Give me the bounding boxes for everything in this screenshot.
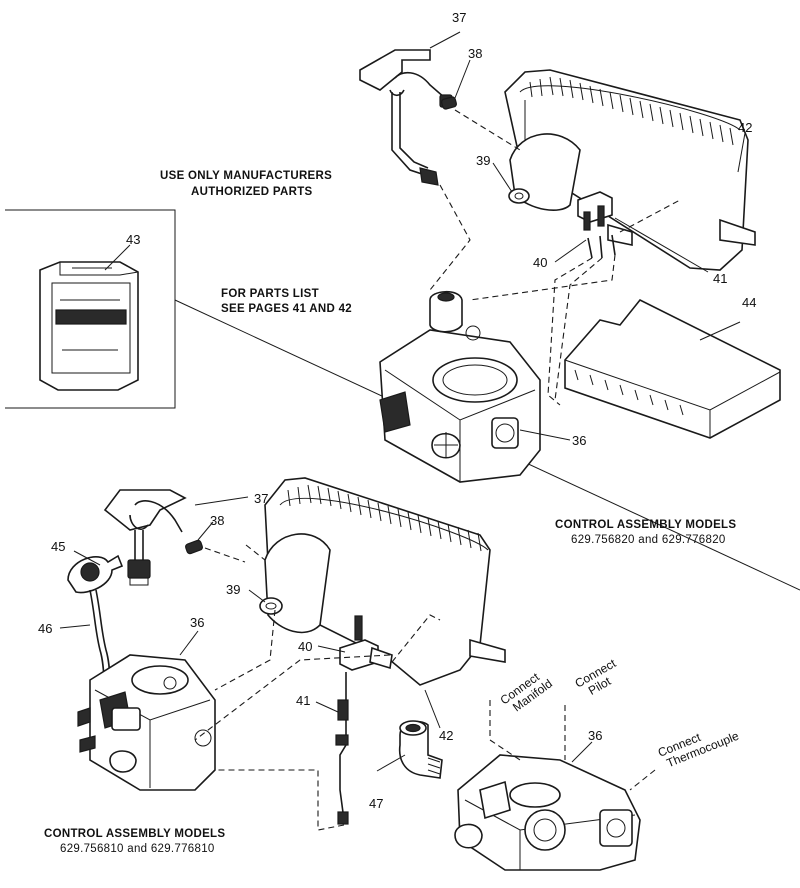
callout-38-lower: 38 <box>210 513 224 528</box>
callout-37-upper: 37 <box>452 10 466 25</box>
parts-list-line1: FOR PARTS LIST <box>221 288 319 300</box>
callout-46: 46 <box>38 621 52 636</box>
callout-40-lower: 40 <box>298 639 312 654</box>
bracket-39-upper <box>508 188 530 204</box>
pilot-bracket-37-upper <box>359 49 453 186</box>
callout-44: 44 <box>742 295 756 310</box>
upper-assembly-title: CONTROL ASSEMBLY MODELS <box>555 519 736 531</box>
connect-pilot-label: Connect Pilot <box>573 656 619 698</box>
callout-42-upper: 42 <box>738 120 752 135</box>
bracket-39-lower <box>259 597 283 615</box>
callout-36-upper: 36 <box>572 433 586 448</box>
thermostat-sensor-45 <box>67 554 124 594</box>
callout-41-upper: 41 <box>713 271 727 286</box>
upper-assembly-models: 629.756820 and 629.776820 <box>571 534 726 546</box>
callout-38-upper: 38 <box>468 46 482 61</box>
pilot-bracket-37-lower <box>103 489 187 586</box>
callout-43: 43 <box>126 232 140 247</box>
callouts: 37 38 39 40 41 42 43 44 36 37 38 45 46 3… <box>38 10 756 811</box>
pilot-40-lower <box>339 615 393 671</box>
connect-manifold-label: Connect Manifold <box>498 669 555 714</box>
connect-thermocouple-label: Connect Thermocouple <box>656 728 741 770</box>
callout-47: 47 <box>369 796 383 811</box>
burner-ports-lower <box>287 484 482 552</box>
callout-36-lower-right: 36 <box>588 728 602 743</box>
parts-list-line2: SEE PAGES 41 AND 42 <box>221 303 352 315</box>
lower-dash-lines <box>194 544 656 831</box>
gas-valve-36-lower-right <box>454 754 641 871</box>
callout-45: 45 <box>51 539 65 554</box>
callout-39-upper: 39 <box>476 153 490 168</box>
lower-assembly-models: 629.756810 and 629.776810 <box>60 843 215 855</box>
thermostat-part-43 <box>39 261 139 391</box>
elbow-fitting-47 <box>398 720 443 779</box>
burner-42-upper <box>504 69 756 271</box>
thermocouple-41-lower <box>335 672 349 825</box>
callout-39-lower: 39 <box>226 582 240 597</box>
callout-41-lower: 41 <box>296 693 310 708</box>
callout-42-lower: 42 <box>439 728 453 743</box>
gas-valve-36-upper <box>379 290 541 483</box>
callout-40-upper: 40 <box>533 255 547 270</box>
gas-valve-36-lower-left <box>77 654 216 791</box>
callout-37-lower: 37 <box>254 491 268 506</box>
lower-assembly-title: CONTROL ASSEMBLY MODELS <box>44 828 225 840</box>
cover-44 <box>564 298 781 439</box>
authorized-parts-line1: USE ONLY MANUFACTURERS <box>160 170 332 182</box>
callout-36-lower-left: 36 <box>190 615 204 630</box>
leader-lines <box>59 31 746 772</box>
authorized-parts-line2: AUTHORIZED PARTS <box>191 186 313 198</box>
burner-ports-upper <box>529 76 734 146</box>
orifice-38-lower <box>185 539 203 555</box>
orifice-38-upper <box>441 96 457 110</box>
